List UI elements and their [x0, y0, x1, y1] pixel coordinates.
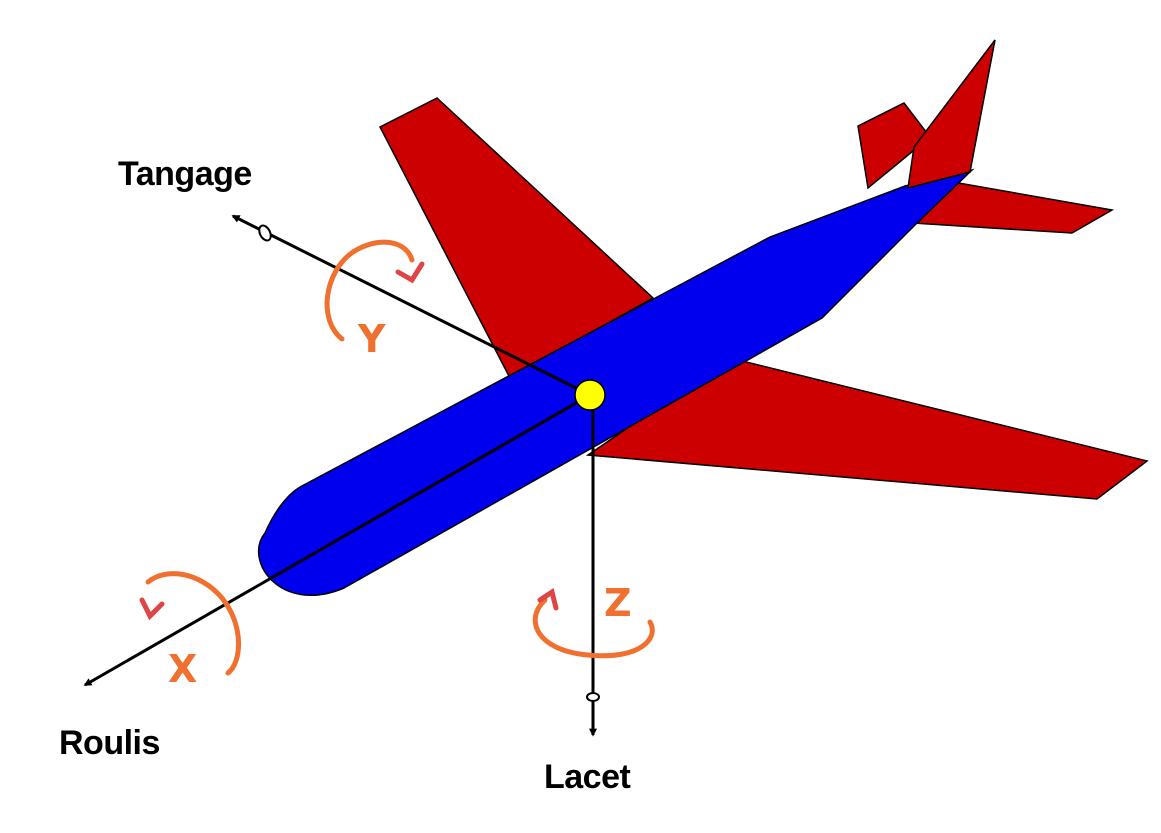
pitch-axis-label: Tangage	[118, 155, 252, 193]
yaw-axis-cap	[586, 692, 600, 702]
yaw-rotation-icon	[532, 597, 655, 659]
center-of-gravity-dot	[574, 379, 606, 411]
axis-tail-caps	[258, 224, 600, 702]
roll-axis-letter: X	[168, 647, 197, 691]
rotation-arrows	[139, 239, 655, 676]
pitch-rotation-tip-icon	[395, 261, 425, 284]
pitch-axis	[231, 214, 591, 397]
left-wing	[378, 97, 655, 380]
yaw-axis-label: Lacet	[544, 758, 630, 796]
roll-rotation-tip-icon	[139, 597, 165, 621]
roll-rotation-icon	[145, 571, 241, 676]
pitch-axis-letter: Y	[357, 317, 386, 361]
axes	[83, 214, 597, 737]
vertical-fin	[907, 39, 996, 190]
pitch-axis-cap	[258, 224, 272, 242]
airplane-icon	[257, 39, 1149, 596]
roll-axis	[83, 393, 591, 687]
fuselage	[257, 168, 975, 596]
roll-axis-label: Roulis	[59, 724, 160, 762]
yaw-axis-letter: Z	[604, 581, 632, 625]
yaw-rotation-tip-icon	[537, 587, 559, 611]
pitch-rotation-icon	[324, 239, 415, 342]
